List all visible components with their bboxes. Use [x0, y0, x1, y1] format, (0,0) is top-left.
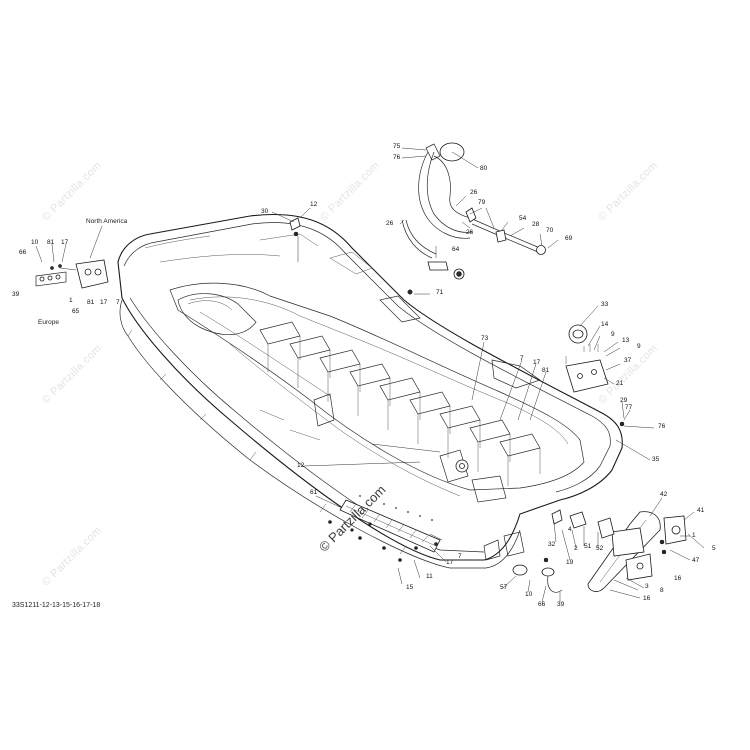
callout-label: 7	[116, 299, 120, 306]
right-plate-assembly	[565, 324, 625, 427]
callout-label: 35	[652, 456, 660, 463]
callout-label: 73	[481, 335, 489, 342]
callout-label: 71	[436, 289, 444, 296]
bow-eye-assembly	[35, 259, 109, 289]
callout-label: 12	[310, 201, 318, 208]
callout-label: 1	[69, 297, 73, 304]
callout-label: 66	[538, 601, 546, 608]
callout-label: 66	[19, 249, 27, 256]
callout-label: 64	[452, 246, 460, 253]
callout-label: 37	[624, 357, 632, 364]
callout-label: 57	[500, 584, 508, 591]
callout-label: 4	[568, 526, 572, 533]
hull-body	[117, 213, 623, 569]
callout-label: 2	[574, 545, 578, 552]
callout-label: 65	[72, 308, 80, 315]
callout-label: 81	[47, 239, 55, 246]
callout-label: 14	[601, 321, 609, 328]
callout-label: 9	[637, 343, 641, 350]
callout-label: 32	[548, 541, 556, 548]
callout-label: 26	[466, 229, 474, 236]
europe-label: Europe	[38, 319, 59, 326]
callout-label: 39	[557, 601, 565, 608]
intake-grate	[328, 499, 441, 562]
callout-label: 52	[596, 545, 604, 552]
callout-label: 70	[546, 227, 554, 234]
callout-label: 10	[31, 239, 39, 246]
callout-label: 69	[565, 235, 573, 242]
callout-label: 76	[393, 154, 401, 161]
callout-label: 21	[616, 380, 624, 387]
callout-label: 61	[310, 489, 318, 496]
callout-label: 42	[660, 491, 668, 498]
callout-label: 1	[692, 532, 696, 539]
callout-label: 54	[519, 215, 527, 222]
callout-label: 80	[480, 165, 488, 172]
stern-handle-assembly	[512, 509, 687, 593]
callout-label: 17	[446, 559, 454, 566]
callout-label: 19	[566, 559, 574, 566]
callout-label: 16	[643, 595, 651, 602]
callout-label: 26	[386, 220, 394, 227]
callout-label: 12	[297, 462, 305, 469]
callout-label: 76	[658, 423, 666, 430]
callout-label: 10	[525, 591, 533, 598]
callout-label: 15	[406, 584, 414, 591]
callout-label: 81	[542, 367, 550, 374]
callout-label: 47	[692, 557, 700, 564]
callout-label: 13	[622, 337, 630, 344]
leader-lines	[35, 147, 705, 603]
callout-label: 33	[601, 301, 609, 308]
callout-label: 8	[660, 587, 664, 594]
callout-label: 9	[611, 331, 615, 338]
callout-label: 75	[393, 143, 401, 150]
callout-label: 77	[625, 404, 633, 411]
callout-label: 28	[532, 221, 540, 228]
callout-label: 5	[712, 545, 716, 552]
callout-label: 39	[12, 291, 20, 298]
callout-label: 7	[458, 553, 462, 560]
callout-label: 30	[261, 208, 269, 215]
callout-label: 81	[87, 299, 95, 306]
callout-label: 29	[620, 397, 628, 404]
north-america-label: North America	[86, 218, 128, 225]
callout-label: 17	[533, 359, 541, 366]
callout-label: 17	[61, 239, 69, 246]
callout-label: 41	[697, 507, 705, 514]
callout-label: 7	[520, 355, 524, 362]
drawing-code: 33S1211-12-13-15-16-17-18	[12, 602, 101, 609]
callout-label: 16	[674, 575, 682, 582]
callout-label: 26	[470, 189, 478, 196]
callout-label: 3	[645, 583, 649, 590]
callout-label: 17	[100, 299, 108, 306]
callout-label: 51	[584, 543, 592, 550]
callout-label: 11	[426, 573, 433, 580]
fuel-lines	[289, 142, 546, 295]
callout-label: 79	[478, 199, 486, 206]
